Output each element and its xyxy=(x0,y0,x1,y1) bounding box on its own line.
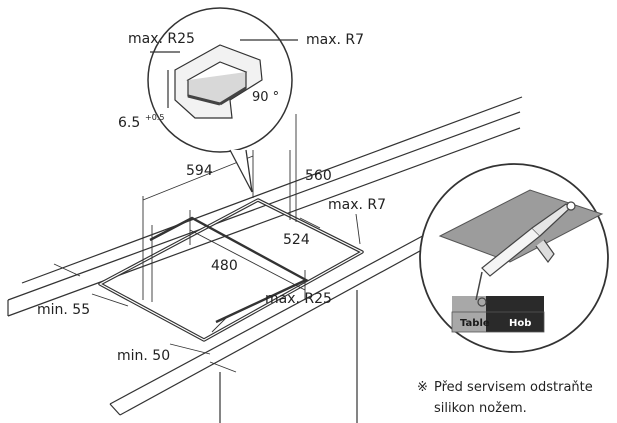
sealant-inset: Table Hob xyxy=(419,163,609,353)
label-524: 524 xyxy=(283,232,310,248)
label-max-r25-bottom: max. R25 xyxy=(265,291,332,307)
label-560: 560 xyxy=(305,168,332,184)
dimension-labels: max. R25 max. R7 90 ° 6.5 +0.5 594 560 m… xyxy=(37,31,386,364)
label-max-r25-top: max. R25 xyxy=(128,31,195,47)
cutout xyxy=(98,198,364,342)
label-hob: Hob xyxy=(509,318,531,329)
sealant-gun-icon xyxy=(475,201,576,301)
note-line-2: silikon nožem. xyxy=(434,401,527,416)
label-min-55: min. 55 xyxy=(37,302,90,318)
label-min-50: min. 50 xyxy=(117,348,170,364)
label-table: Table xyxy=(460,318,490,329)
label-angle-90: 90 ° xyxy=(252,90,279,105)
note-line-1: Před servisem odstraňte xyxy=(434,380,593,395)
label-max-r7-right: max. R7 xyxy=(328,197,386,213)
label-depth-6-5: 6.5 xyxy=(118,115,140,131)
hob-block xyxy=(486,296,544,332)
label-depth-tolerance: +0.5 xyxy=(145,113,164,122)
countertop xyxy=(7,96,523,423)
label-594: 594 xyxy=(186,163,213,179)
note-symbol: ※ xyxy=(417,380,428,395)
detail-zoom-circle xyxy=(147,7,298,193)
service-note: ※ Před servisem odstraňte silikon nožem. xyxy=(417,380,593,416)
dimension-lines xyxy=(53,114,361,373)
label-max-r7-top: max. R7 xyxy=(306,32,364,48)
label-480: 480 xyxy=(211,258,238,274)
